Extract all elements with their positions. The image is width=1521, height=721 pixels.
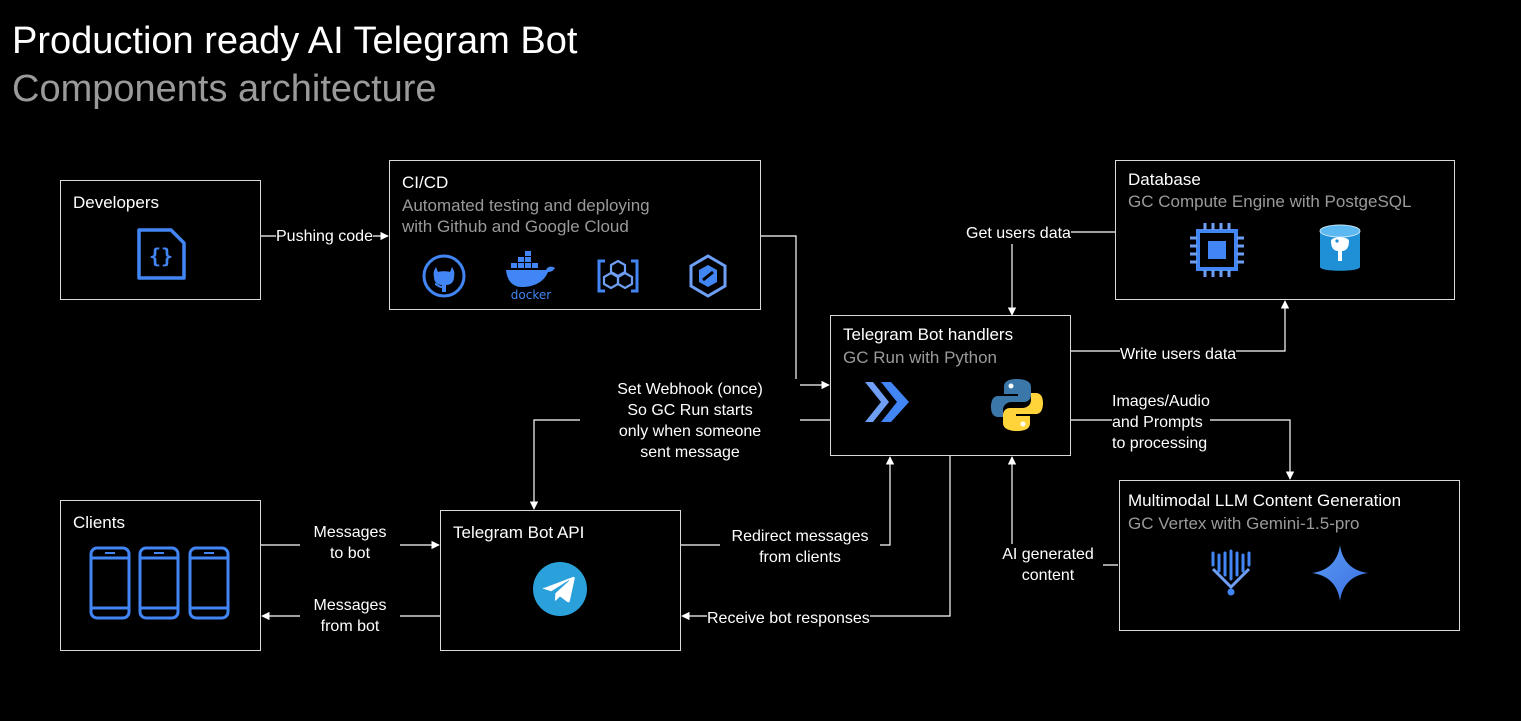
- label-webhook: Set Webhook (once) So GC Run starts only…: [580, 379, 800, 463]
- label-images-audio-line1: Images/Audio: [1112, 391, 1210, 412]
- docker-icon: docker: [502, 249, 560, 306]
- telegram-api-box: Telegram Bot API: [440, 510, 681, 651]
- label-ai-generated-line1: AI generated: [993, 544, 1103, 565]
- cicd-subtitle-line1: Automated testing and deploying: [402, 196, 650, 215]
- label-messages-to-bot: Messages to bot: [300, 522, 400, 564]
- diagram-title: Production ready AI Telegram Bot: [12, 20, 578, 62]
- vertex-ai-icon: [1206, 547, 1256, 602]
- clients-box: Clients: [60, 500, 261, 651]
- phone-icon: [138, 546, 180, 625]
- label-redirect-messages-line2: from clients: [720, 547, 880, 568]
- postgresql-icon: [1316, 221, 1364, 282]
- cicd-title: CI/CD: [402, 173, 449, 192]
- label-ai-generated-line2: content: [993, 565, 1103, 586]
- handlers-box: Telegram Bot handlers GC Run with Python: [830, 315, 1071, 456]
- phone-icon: [188, 546, 230, 625]
- developers-title: Developers: [73, 193, 159, 212]
- label-webhook-line4: sent message: [580, 442, 800, 463]
- handlers-title: Telegram Bot handlers: [843, 325, 1014, 344]
- cicd-subtitle-line2: with Github and Google Cloud: [402, 217, 629, 236]
- label-messages-from-bot-line1: Messages: [300, 595, 400, 616]
- llm-box: Multimodal LLM Content Generation GC Ver…: [1119, 480, 1460, 631]
- database-box: Database GC Compute Engine with PostgeSQ…: [1115, 160, 1455, 300]
- telegram-icon: [532, 561, 588, 622]
- label-messages-from-bot-line2: from bot: [300, 616, 400, 637]
- edge-cicd-to-handlers: [761, 235, 830, 390]
- cloud-build-icon: [595, 253, 641, 304]
- phone-icon: [89, 546, 131, 625]
- label-messages-to-bot-line1: Messages: [300, 522, 400, 543]
- label-pushing-code: Pushing code: [276, 226, 373, 247]
- label-webhook-line1: Set Webhook (once): [580, 379, 800, 400]
- svg-text:{}: {}: [149, 244, 173, 268]
- label-redirect-messages-line1: Redirect messages: [720, 526, 880, 547]
- python-icon: [988, 376, 1046, 439]
- label-get-users-data: Get users data: [966, 223, 1071, 244]
- label-images-audio-line3: to processing: [1112, 433, 1210, 454]
- label-receive-responses: Receive bot responses: [707, 608, 870, 629]
- label-write-users-data: Write users data: [1120, 344, 1237, 365]
- label-ai-generated: AI generated content: [993, 544, 1103, 586]
- diagram-subtitle: Components architecture: [12, 68, 437, 110]
- llm-title: Multimodal LLM Content Generation: [1128, 491, 1402, 510]
- label-messages-to-bot-line2: to bot: [300, 543, 400, 564]
- label-webhook-line2: So GC Run starts: [580, 400, 800, 421]
- database-subtitle: GC Compute Engine with PostgeSQL: [1128, 192, 1412, 211]
- svg-text:docker: docker: [511, 288, 551, 301]
- compute-engine-icon: [1188, 221, 1246, 284]
- label-images-audio-line2: and Prompts: [1112, 412, 1210, 433]
- artifact-registry-icon: [685, 253, 731, 304]
- clients-title: Clients: [73, 513, 125, 532]
- database-title: Database: [1128, 170, 1201, 189]
- cicd-box: CI/CD Automated testing and deploying wi…: [389, 160, 761, 310]
- developers-box: Developers {}: [60, 180, 261, 300]
- cloud-run-icon: [861, 376, 913, 433]
- telegram-api-title: Telegram Bot API: [453, 523, 585, 542]
- label-webhook-line3: only when someone: [580, 421, 800, 442]
- label-redirect-messages: Redirect messages from clients: [720, 526, 880, 568]
- gemini-icon: [1310, 543, 1370, 608]
- edge-get-users-data: [1007, 231, 1115, 316]
- handlers-subtitle: GC Run with Python: [843, 348, 998, 367]
- code-file-icon: {}: [137, 228, 187, 285]
- label-messages-from-bot: Messages from bot: [300, 595, 400, 637]
- llm-subtitle: GC Vertex with Gemini-1.5-pro: [1128, 514, 1360, 533]
- label-images-audio: Images/Audio and Prompts to processing: [1112, 391, 1210, 454]
- github-icon: [421, 253, 467, 304]
